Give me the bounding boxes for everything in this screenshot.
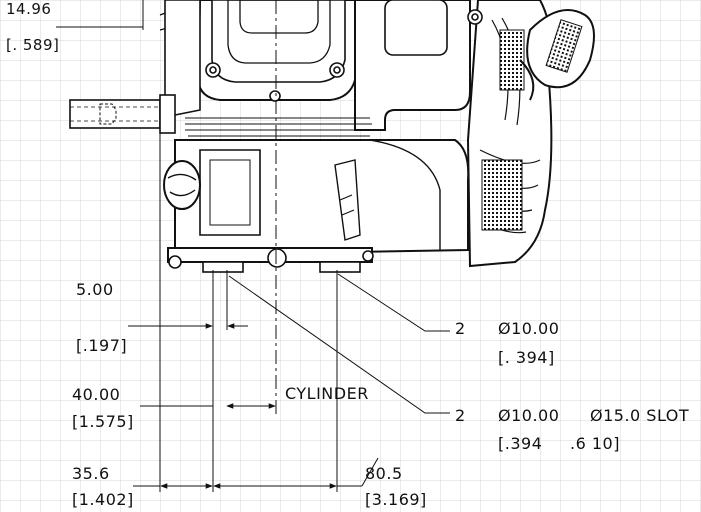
hole2-inch: [.394 [498,434,543,453]
hole2-diameter: Ø10.00 [498,406,560,425]
dim-spacing-inch: [.197] [76,336,128,355]
left-detail [164,0,201,116]
cylinder-label: CYLINDER [285,384,369,403]
hole2-slot-inch: .6 10] [570,434,620,453]
dim-spacing-value: 5.00 [76,280,114,299]
dim-left-hole-value: 35.6 [72,464,110,483]
muffler-slots [334,159,361,241]
mount-foot-left [202,261,244,273]
crankcase-curve [369,139,441,250]
handle-grip [545,19,583,73]
oil-fill-cap [163,160,201,210]
handle-lever [519,59,535,101]
starter-grill [481,159,523,231]
valve-cover [211,0,346,83]
hole1-inch: [. 394] [498,348,555,367]
shroud-window [384,0,448,56]
dim-cyl-value: 40.00 [72,385,121,404]
dim-left-hole-inch: [1.402] [72,490,134,509]
dim-top-inch: [. 589] [6,36,60,54]
crankshaft [69,99,161,129]
hole1-diameter: Ø10.00 [498,319,560,338]
hole2-qty: 2 [455,406,466,425]
side-cover [199,149,261,236]
dim-right-hole-inch: [3.169] [365,490,427,509]
dim-top-value: 14.96 [6,0,52,18]
cooling-fins [185,117,374,137]
hole2-slot: Ø15.0 SLOT [590,406,690,425]
drain-plug [267,248,287,268]
dim-cyl-inch: [1.575] [72,412,134,431]
dim-right-hole-value: 80.5 [365,464,403,483]
dimension-lines [56,0,450,492]
shaft-collar [159,94,176,134]
mount-foot-right [319,261,361,273]
hole1-qty: 2 [455,319,466,338]
